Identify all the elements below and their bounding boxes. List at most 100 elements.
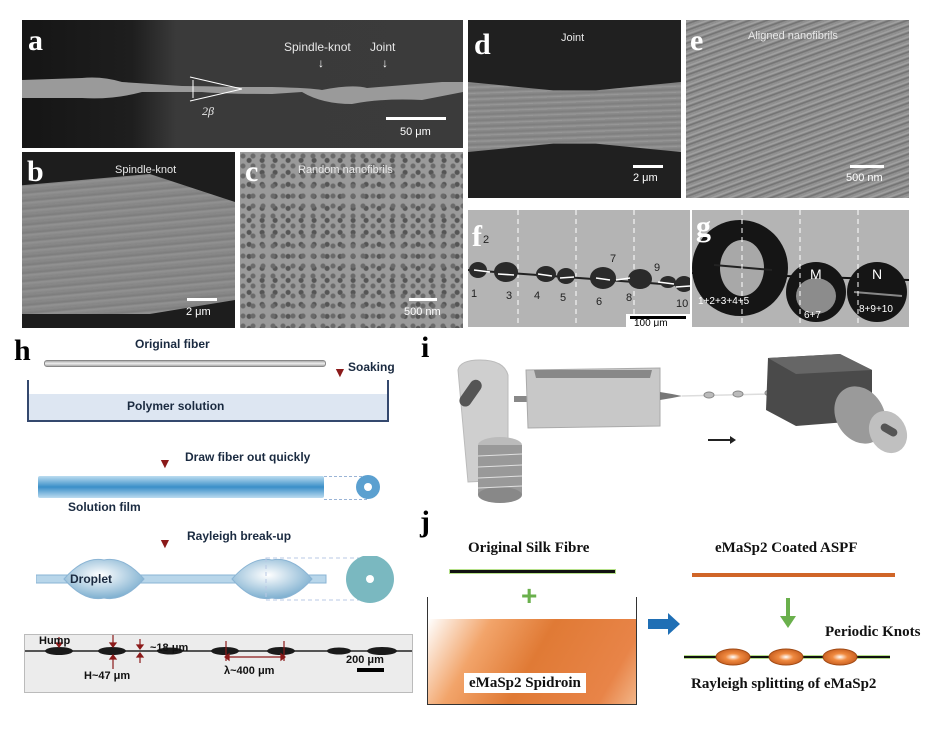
droplet-number: 3: [506, 290, 513, 302]
collector-reel: [834, 386, 908, 454]
panel-title: Joint: [561, 32, 585, 44]
droplet-label: 8+9+10: [859, 304, 893, 315]
panel-letter-j: j: [420, 505, 430, 538]
original-silk-fibre: [450, 570, 615, 573]
hump-label: Hump: [39, 635, 71, 647]
arrow-down-icon: [780, 598, 796, 628]
draw-out-label: Draw fiber out quickly: [185, 450, 311, 464]
diameter-label: ~18 μm: [150, 642, 189, 654]
marker-m: M: [810, 266, 822, 282]
coating-bath: [525, 367, 661, 429]
inlet-nozzle: [514, 396, 528, 402]
scale-label: 50 μm: [400, 126, 431, 138]
fiber-spool: [477, 437, 523, 503]
panel-g-droplets: g 1+2+3+4+5 6+7 8+9+10 M N: [692, 210, 909, 327]
fiber-joint: [468, 82, 681, 152]
droplet-number: 6: [596, 296, 603, 308]
arrow-right-icon: [730, 436, 736, 444]
panel-title: Spindle-knot: [115, 164, 177, 176]
rayleigh-splitting-label: Rayleigh splitting of eMaSp2: [691, 676, 877, 692]
droplet-number: 9: [654, 262, 661, 274]
fiber-micrograph: Hump ~18 μm H~47 μm λ~400 μm 200 μm: [24, 634, 413, 693]
periodic-knots-label: Periodic Knots: [825, 624, 921, 640]
droplet-number: 8: [626, 292, 633, 304]
coated-fibre: [692, 573, 895, 577]
scale-label: 500 nm: [846, 172, 883, 184]
fiber-spindle-knots: [22, 76, 463, 104]
panel-letter-g: g: [696, 210, 711, 243]
solution-bath: [27, 380, 389, 422]
fiber-cross-section: [356, 475, 380, 499]
panel-e-micrograph: e Aligned nanofibrils 500 nm: [686, 20, 909, 198]
panel-letter-a: a: [28, 24, 43, 57]
fiber-surface: [22, 174, 235, 314]
scale-bar: [187, 298, 217, 301]
spindle-knot-label: Spindle-knot: [284, 40, 351, 54]
scale-label: 2 μm: [186, 306, 211, 318]
solution-film-label: Solution film: [68, 500, 141, 514]
original-fiber-label: Original fiber: [135, 337, 210, 351]
spidroin-label: eMaSp2 Spidroin: [469, 675, 581, 691]
arrow-right-icon: [648, 613, 680, 635]
droplet-number: 5: [560, 292, 567, 304]
droplet-number: 2: [483, 234, 490, 246]
panel-title: Aligned nanofibrils: [748, 30, 838, 42]
soaking-label: Soaking: [348, 360, 395, 374]
scale-bar: [850, 165, 884, 168]
panel-a-micrograph: a Spindle-knot Joint ↓ ↓ 2β 50 μm: [22, 20, 463, 148]
scale-bar: [409, 298, 437, 301]
humps-fiber: [25, 635, 412, 672]
droplet-chain: [468, 210, 690, 327]
original-silk-label: Original Silk Fibre: [468, 540, 590, 556]
panel-c-micrograph: c Random nanofibrils 500 nm: [240, 152, 463, 328]
scale-label: 100 μm: [634, 318, 668, 327]
scale-label: 200 μm: [346, 654, 384, 666]
panel-letter-i: i: [421, 331, 430, 364]
droplet-number: 7: [610, 253, 617, 265]
scale-bar: [633, 165, 663, 168]
outlet-nozzle: [660, 392, 682, 400]
solution-film-fiber: [38, 476, 324, 498]
scale-bar: [630, 316, 686, 319]
knotted-fibre: [684, 648, 890, 666]
arrow-down-icon: ▼: [158, 535, 172, 551]
spidroin-label-box: eMaSp2 Spidroin: [464, 673, 586, 693]
spinning-apparatus: [457, 354, 908, 503]
scale-label: 500 nm: [404, 306, 441, 318]
coated-aspf-label: eMaSp2 Coated ASPF: [715, 540, 858, 556]
original-fiber: [44, 360, 326, 367]
panel-f-droplets: f 2 1 3 4 5 6 7 8 9 10 100 μm: [468, 210, 690, 327]
plus-icon: +: [521, 580, 538, 611]
panel-letter-c: c: [245, 155, 259, 188]
droplet-label: 1+2+3+4+5: [698, 296, 750, 307]
rayleigh-label: Rayleigh break-up: [187, 529, 292, 543]
polymer-solution-label: Polymer solution: [127, 399, 225, 413]
angle-label: 2β: [202, 104, 214, 118]
panel-letter-f: f: [472, 220, 482, 253]
droplet-label: Droplet: [70, 572, 112, 586]
panel-letter-e: e: [690, 24, 704, 57]
height-label: H~47 μm: [84, 670, 131, 682]
arrow-down-icon: ↓: [382, 56, 388, 70]
panel-letter-d: d: [474, 28, 491, 61]
arrow-down-icon: ▼: [333, 364, 347, 380]
scale-label: 2 μm: [633, 172, 658, 184]
droplet-label: 6+7: [804, 310, 821, 321]
scale-bar: [386, 117, 446, 120]
droplet-number: 10: [676, 298, 689, 310]
wavelength-label: λ~400 μm: [224, 665, 275, 677]
droplet-number: 1: [471, 288, 478, 300]
droplet-number: 4: [534, 290, 541, 302]
panel-letter-h: h: [14, 334, 31, 367]
panel-b-micrograph: b Spindle-knot 2 μm: [22, 152, 235, 328]
polymer-solution: [29, 394, 387, 420]
arrow-down-icon: ↓: [318, 56, 324, 70]
arrow-down-icon: ▼: [158, 455, 172, 471]
merged-droplets: [692, 210, 909, 327]
panel-d-micrograph: d Joint 2 μm: [468, 20, 681, 198]
joint-label: Joint: [370, 40, 396, 54]
panel-title: Random nanofibrils: [298, 164, 393, 176]
panel-letter-b: b: [27, 155, 44, 188]
droplet-chain-diagram: [36, 556, 394, 603]
marker-n: N: [872, 266, 883, 282]
